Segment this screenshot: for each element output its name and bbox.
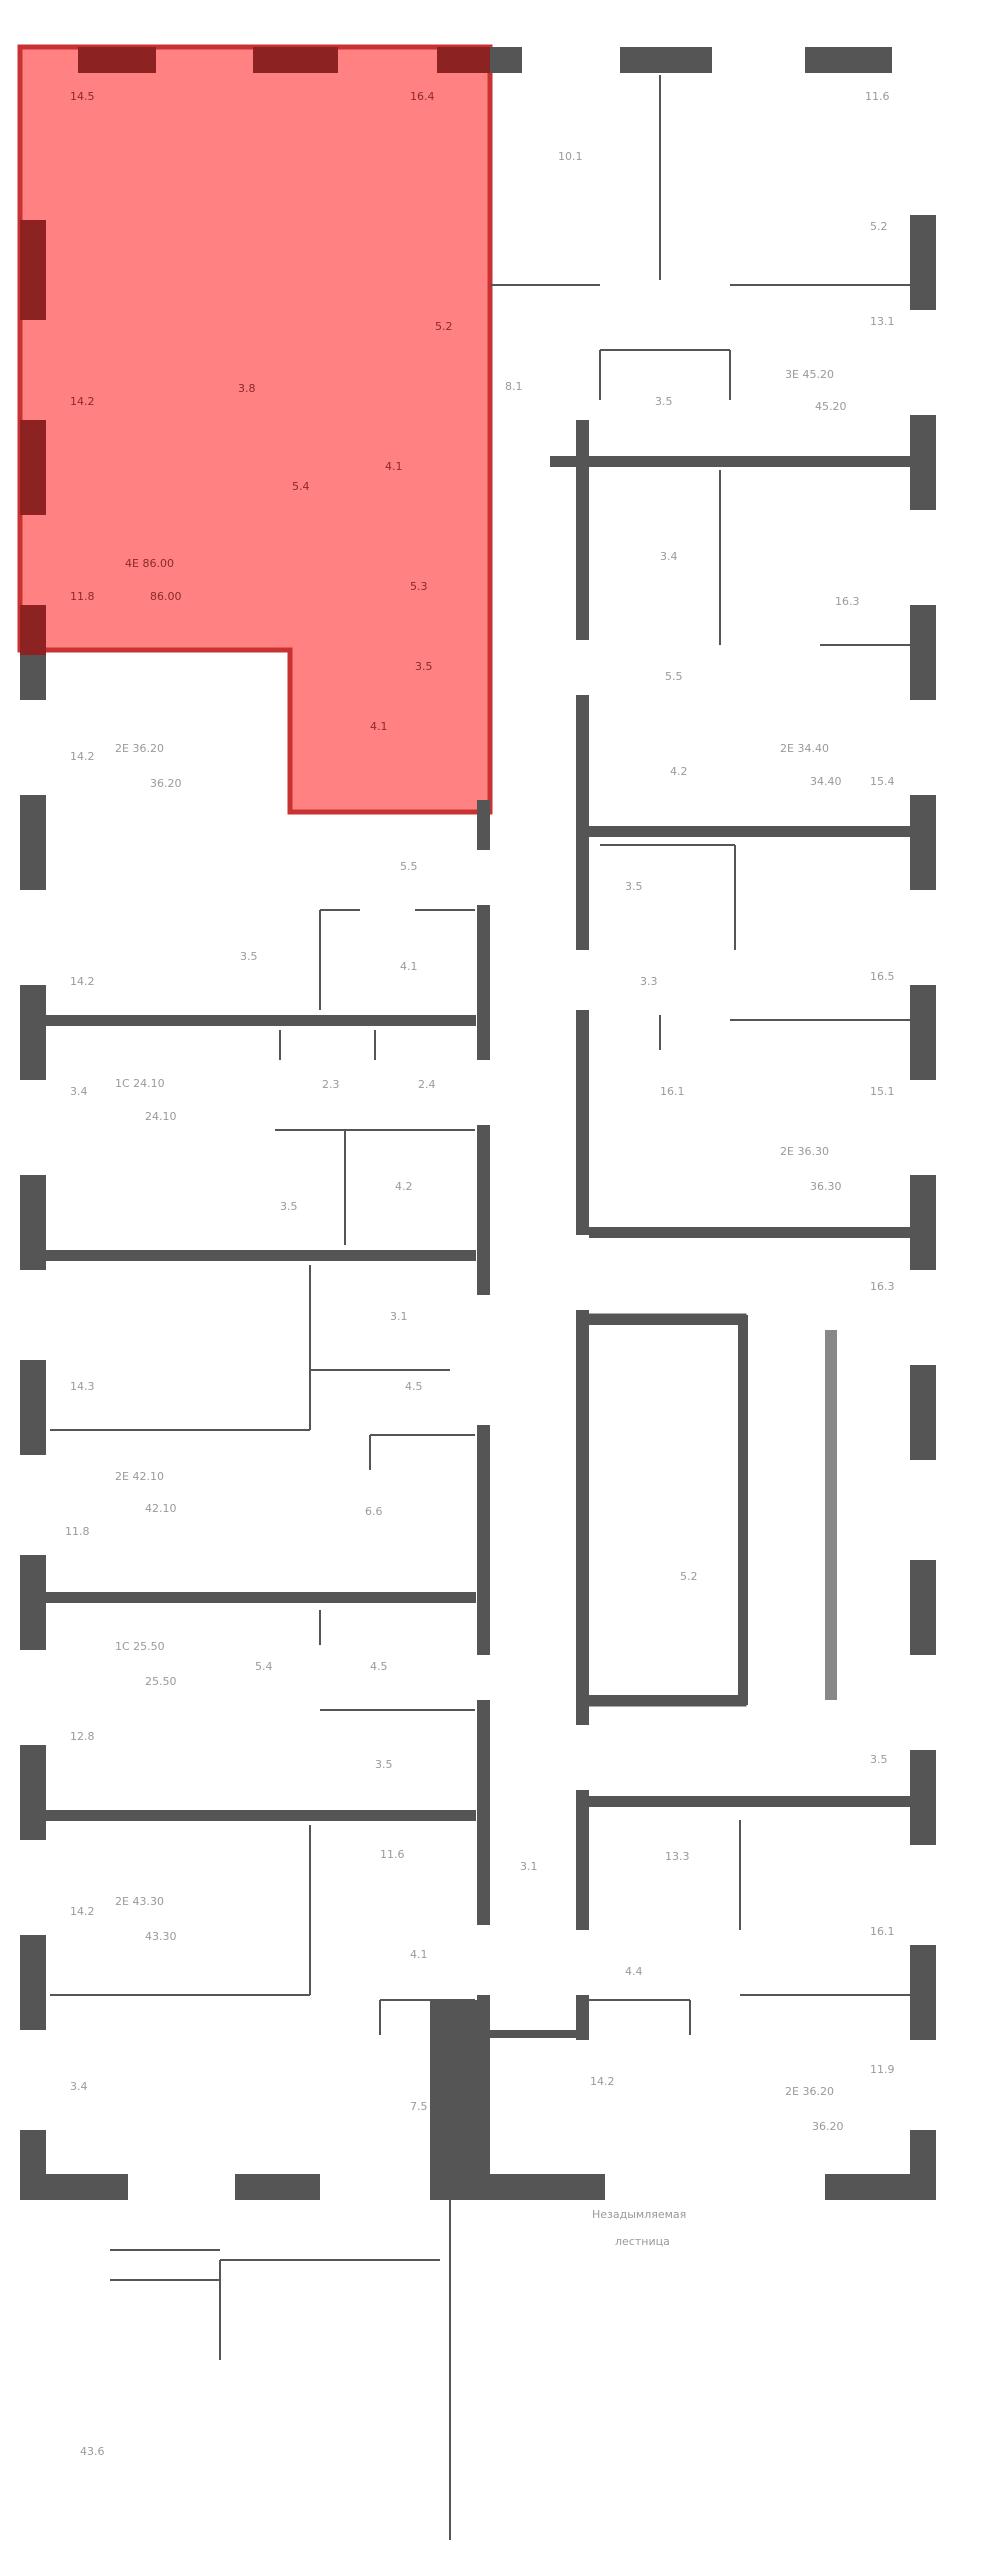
room-area-label: 5.2 bbox=[680, 1570, 698, 1583]
room-area-label: 3.5 bbox=[625, 880, 643, 893]
room-area-label: 14.2 bbox=[70, 395, 95, 408]
room-area-label: 4.1 bbox=[370, 720, 388, 733]
room-area-label: 4.5 bbox=[370, 1660, 388, 1673]
room-area-label: 11.8 bbox=[70, 590, 95, 603]
apartment-type-area: 2Е 42.10 bbox=[115, 1470, 164, 1483]
room-area-label: 11.6 bbox=[380, 1848, 405, 1861]
interior-lines bbox=[50, 75, 910, 2540]
room-area-label: 14.2 bbox=[590, 2075, 615, 2088]
room-area-label: 3.4 bbox=[70, 1085, 88, 1098]
annotation-line-1: Незадымляемая bbox=[592, 2208, 686, 2221]
room-area-label: 43.6 bbox=[80, 2445, 105, 2458]
room-area-label: 8.1 bbox=[505, 380, 523, 393]
annotation-line-2: лестница bbox=[615, 2235, 670, 2248]
room-area-label: 13.1 bbox=[870, 315, 895, 328]
room-area-label: 15.1 bbox=[870, 1085, 895, 1098]
room-area-label: 16.3 bbox=[870, 1280, 895, 1293]
room-area-label: 2.4 bbox=[418, 1078, 436, 1091]
apartment-type-area: 3Е 45.20 bbox=[785, 368, 834, 381]
top-facade-walls bbox=[78, 47, 892, 73]
room-area-label: 14.2 bbox=[70, 1905, 95, 1918]
stair-core bbox=[578, 1313, 747, 1707]
room-area-label: 3.1 bbox=[390, 1310, 408, 1323]
highlighted-apartment[interactable] bbox=[17, 44, 493, 815]
apartment-area: 24.10 bbox=[145, 1110, 177, 1123]
room-area-label: 5.5 bbox=[400, 860, 418, 873]
room-area-label: 14.3 bbox=[70, 1380, 95, 1393]
room-area-label: 3.5 bbox=[375, 1758, 393, 1771]
room-area-label: 16.5 bbox=[870, 970, 895, 983]
room-area-label: 4.2 bbox=[670, 765, 688, 778]
room-area-label: 5.3 bbox=[410, 580, 428, 593]
room-area-label: 4.2 bbox=[395, 1180, 413, 1193]
room-area-label: 3.5 bbox=[415, 660, 433, 673]
left-facade-walls bbox=[20, 220, 46, 2200]
room-area-label: 5.2 bbox=[870, 220, 888, 233]
room-area-label: 4.5 bbox=[405, 1380, 423, 1393]
room-area-label: 3.5 bbox=[240, 950, 258, 963]
room-area-label: 3.3 bbox=[640, 975, 658, 988]
room-area-label: 7.5 bbox=[410, 2100, 428, 2113]
apartment-type-area: 4Е 86.00 bbox=[125, 557, 174, 570]
room-area-label: 10.1 bbox=[558, 150, 583, 163]
room-area-label: 3.5 bbox=[280, 1200, 298, 1213]
apartment-type-area: 1С 25.50 bbox=[115, 1640, 165, 1653]
room-area-label: 14.2 bbox=[70, 975, 95, 988]
apartment-area: 36.20 bbox=[812, 2120, 844, 2133]
apartment-type-area: 2Е 36.20 bbox=[785, 2085, 834, 2098]
apartment-type-area: 2Е 36.30 bbox=[780, 1145, 829, 1158]
room-area-label: 4.1 bbox=[400, 960, 418, 973]
room-area-label: 13.3 bbox=[665, 1850, 690, 1863]
apartment-type-area: 1С 24.10 bbox=[115, 1077, 165, 1090]
room-area-label: 3.4 bbox=[660, 550, 678, 563]
room-area-label: 5.4 bbox=[255, 1660, 273, 1673]
apartment-area: 34.40 bbox=[810, 775, 842, 788]
apartment-area: 42.10 bbox=[145, 1502, 177, 1515]
room-area-label: 4.1 bbox=[410, 1948, 428, 1961]
apartment-area: 36.20 bbox=[150, 777, 182, 790]
room-area-label: 3.5 bbox=[870, 1753, 888, 1766]
room-area-labels: 14.5 16.4 10.1 3.8 5.2 5.4 4.1 5.3 3.5 4… bbox=[65, 90, 895, 2458]
vent-shaft bbox=[825, 1330, 837, 1700]
room-area-label: 16.4 bbox=[410, 90, 435, 103]
room-area-label: 4.1 bbox=[385, 460, 403, 473]
room-area-label: 3.8 bbox=[238, 382, 256, 395]
room-area-label: 4.4 bbox=[625, 1965, 643, 1978]
right-facade-walls bbox=[910, 215, 936, 2200]
stair-annotation: Незадымляемая лестница bbox=[592, 2208, 686, 2248]
apartment-area: 45.20 bbox=[815, 400, 847, 413]
apartment-area: 43.30 bbox=[145, 1930, 177, 1943]
room-area-label: 5.4 bbox=[292, 480, 310, 493]
room-area-label: 3.1 bbox=[520, 1860, 538, 1873]
room-area-label: 16.1 bbox=[660, 1085, 685, 1098]
room-area-label: 11.9 bbox=[870, 2063, 895, 2076]
room-area-label: 11.6 bbox=[865, 90, 890, 103]
apartment-area: 36.30 bbox=[810, 1180, 842, 1193]
room-area-label: 6.6 bbox=[365, 1505, 383, 1518]
apartment-area: 25.50 bbox=[145, 1675, 177, 1688]
apartment-type-area: 2Е 43.30 bbox=[115, 1895, 164, 1908]
room-area-label: 2.3 bbox=[322, 1078, 340, 1091]
room-area-label: 16.1 bbox=[870, 1925, 895, 1938]
room-area-label: 16.3 bbox=[835, 595, 860, 608]
room-area-label: 14.5 bbox=[70, 90, 95, 103]
apartment-type-area: 2Е 36.20 bbox=[115, 742, 164, 755]
apartment-labels: 4Е 86.00 86.00 2Е 36.20 36.20 3Е 45.20 4… bbox=[115, 368, 847, 2133]
room-area-label: 14.2 bbox=[70, 750, 95, 763]
apartment-type-area: 2Е 34.40 bbox=[780, 742, 829, 755]
room-area-label: 3.5 bbox=[655, 395, 673, 408]
room-area-label: 5.2 bbox=[435, 320, 453, 333]
room-area-label: 11.8 bbox=[65, 1525, 90, 1538]
room-area-label: 3.4 bbox=[70, 2080, 88, 2093]
room-area-label: 12.8 bbox=[70, 1730, 95, 1743]
room-area-label: 15.4 bbox=[870, 775, 895, 788]
room-area-label: 5.5 bbox=[665, 670, 683, 683]
partition-walls bbox=[46, 456, 910, 2200]
corridor-walls bbox=[477, 420, 589, 2200]
apartment-area: 86.00 bbox=[150, 590, 182, 603]
